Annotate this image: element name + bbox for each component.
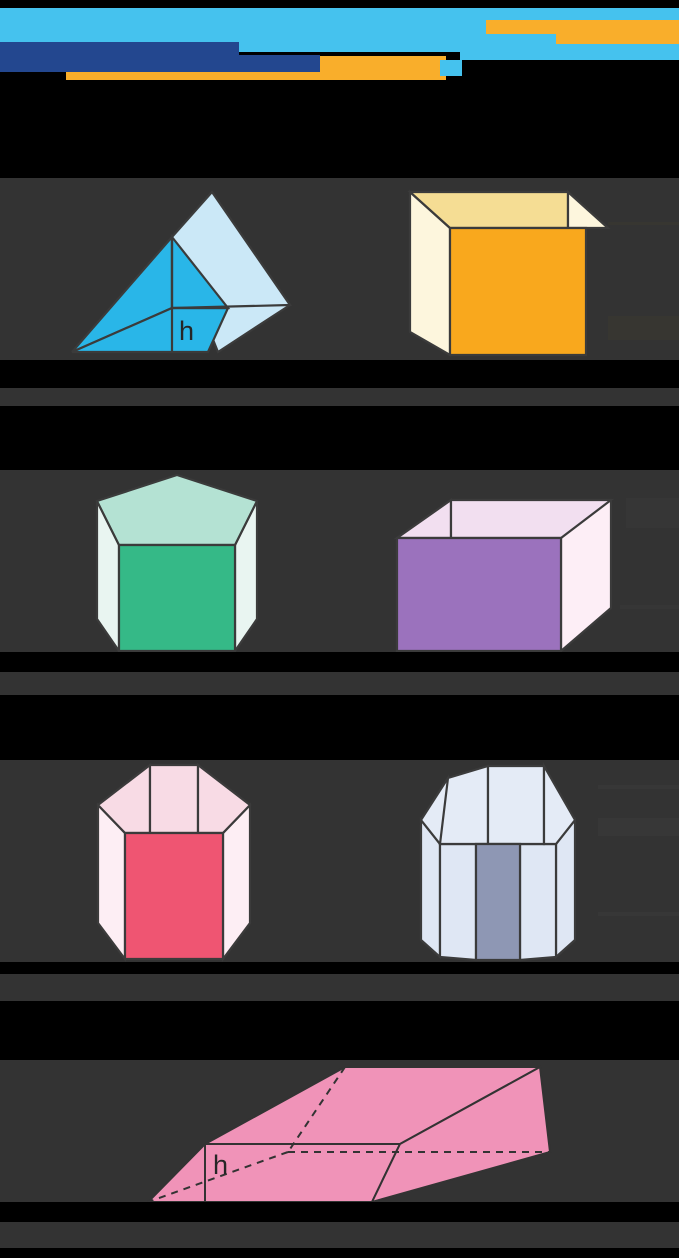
hexagonal-prism — [95, 762, 253, 963]
triangular-prism-h-label: h — [179, 316, 194, 346]
ghost-rect-right-2 — [620, 605, 679, 609]
ghost-oct-right — [598, 785, 679, 789]
pentagonal-prism — [93, 473, 261, 655]
band-2 — [0, 672, 679, 695]
octagonal-prism — [418, 761, 578, 962]
oblique-prism-hidden-edge-1 — [287, 1066, 346, 1153]
rectangular-prism-front-face — [395, 536, 563, 653]
gap-1 — [0, 360, 679, 388]
panel-row-3 — [0, 760, 679, 963]
ghost-oct-right-2 — [598, 818, 679, 836]
header-banner — [0, 0, 679, 86]
octagonal-prism-front-face — [474, 842, 522, 962]
cube-front-face — [448, 226, 588, 357]
pentagonal-prism-front-face — [117, 543, 237, 653]
gap-5 — [0, 962, 679, 974]
octagonal-prism-top-left-face — [438, 764, 490, 846]
octagonal-prism-top-right-face — [542, 761, 577, 846]
gap-6 — [0, 1001, 679, 1060]
cyan-wedge — [440, 60, 462, 76]
band-3 — [0, 974, 679, 1001]
triangular-prism-base-line — [171, 303, 291, 310]
hexagonal-prism-front-face — [123, 831, 225, 961]
rectangular-prism-top-left-wedge — [393, 497, 453, 540]
hexagonal-prism-top-mid-face — [148, 763, 200, 835]
octagonal-prism-left-inner-face — [438, 842, 478, 962]
ghost-cube-right — [608, 222, 679, 225]
cube-top-right-face — [566, 189, 611, 230]
band-4 — [0, 1222, 679, 1248]
orange-block-right — [486, 20, 679, 34]
octagonal-prism-right-inner-face — [518, 842, 558, 962]
gap-4 — [0, 695, 679, 760]
navy-text-block-2 — [0, 55, 320, 72]
ghost-rect-right — [626, 498, 679, 528]
triangular-prism: h — [60, 180, 293, 355]
orange-block-tail — [556, 34, 679, 44]
panel-row-4: h — [0, 1060, 679, 1204]
oblique-prism-hidden-edge-3 — [147, 1151, 289, 1203]
octagonal-prism-top-mid-face — [486, 764, 546, 846]
gap-3 — [0, 652, 679, 672]
pentagonal-prism-top-face — [95, 473, 259, 547]
cube — [407, 180, 611, 357]
ghost-oct-right-3 — [598, 912, 679, 916]
orange-underline — [66, 72, 446, 80]
oblique-prism: h — [140, 1060, 552, 1204]
gap-8 — [0, 1248, 679, 1258]
band-1 — [0, 388, 679, 406]
rectangular-prism — [393, 496, 615, 654]
gap-2 — [0, 406, 679, 470]
oblique-prism-h-label: h — [213, 1150, 228, 1180]
orange-text-block — [320, 56, 446, 72]
triangular-prism-right-face — [170, 190, 292, 354]
oblique-prism-front-face — [145, 1143, 402, 1203]
ghost-cube-right-2 — [608, 316, 679, 340]
gap-7 — [0, 1202, 679, 1222]
panel-row-2 — [0, 470, 679, 655]
panel-row-1: h — [0, 178, 679, 360]
